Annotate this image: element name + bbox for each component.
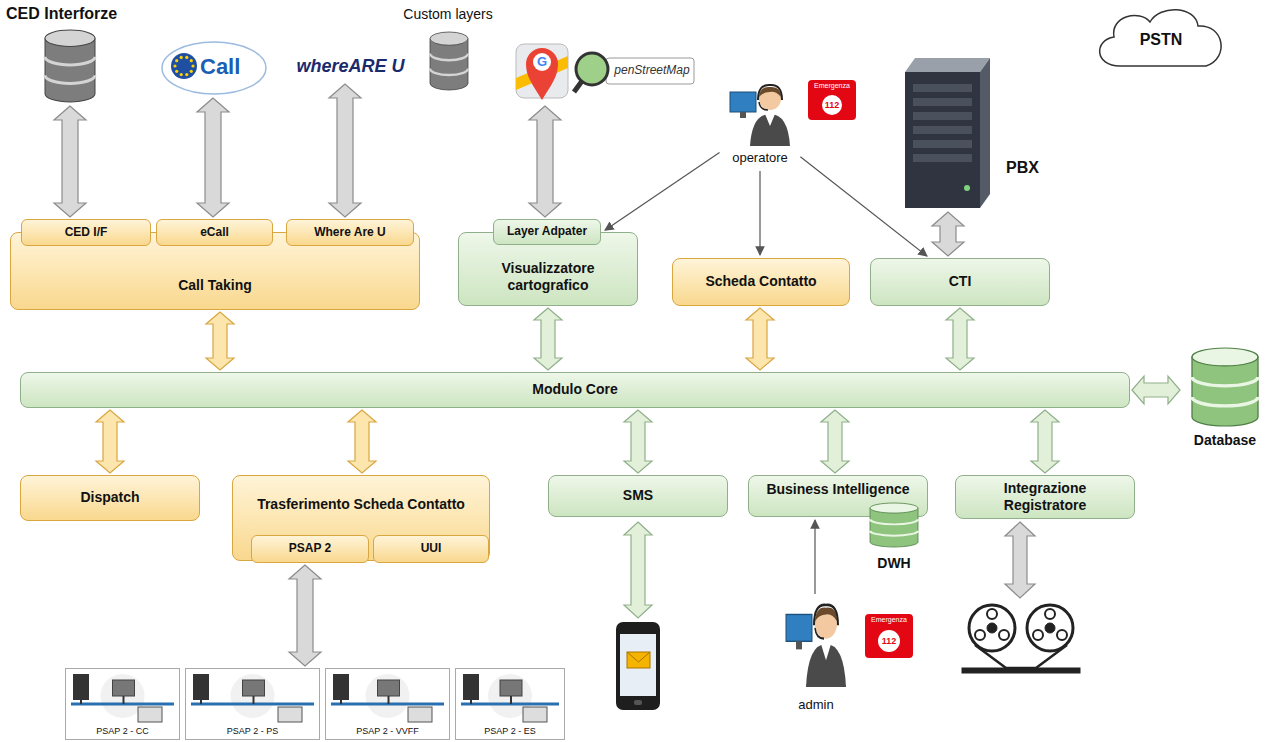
badge-text: Emergenza [808, 82, 856, 89]
icon-caption: CED Interforze [6, 4, 138, 23]
icon-caption: PSAP 2 - PS [185, 726, 320, 737]
double-arrow [534, 308, 562, 370]
box-label: SMS [549, 487, 727, 504]
tab-label: Where Are U [287, 225, 413, 239]
tab-label: Layer Adpater [494, 224, 600, 238]
process-box: SMS [548, 475, 728, 517]
box-label: Dispatch [21, 489, 199, 506]
process-box: Trasferimento Scheda ContattoPSAP 2 UUI [232, 475, 490, 561]
interface-tab: Layer Adpater [493, 219, 601, 245]
badge-text: Emergenza [865, 616, 913, 623]
double-arrow [289, 565, 321, 666]
database-icon: DWH [864, 503, 924, 579]
icon-caption: Custom layers [398, 6, 498, 23]
double-arrow [746, 308, 774, 370]
interface-tab: CED I/F [21, 219, 151, 246]
logo: whereARE U [293, 52, 408, 82]
psap-panel: PSAP 2 - PS [185, 668, 320, 740]
badge-number: 112 [822, 101, 842, 110]
double-arrow [624, 522, 652, 618]
logo: Call [160, 40, 268, 96]
process-box: CTI [870, 258, 1050, 306]
icon-caption: Database [1182, 432, 1268, 449]
double-arrow [54, 106, 86, 217]
process-box: Visualizzatore cartograficoLayer Adpater [458, 232, 638, 306]
process-box: Call TakingCED I/FeCallWhere Are U [10, 232, 420, 310]
thin-arrow [759, 171, 760, 255]
database-icon: Custom layers [398, 6, 498, 94]
box-label: Call Taking [11, 277, 419, 294]
process-box: Dispatch [20, 475, 200, 521]
icon-caption: PSAP 2 - CC [65, 726, 180, 737]
double-arrow [1132, 376, 1180, 404]
double-arrow [1005, 522, 1035, 598]
logo-letter: G [535, 55, 549, 68]
emergency-badge [865, 614, 913, 658]
box-label: Scheda Contatto [673, 273, 849, 290]
box-label: CTI [871, 273, 1049, 290]
icon-caption: PSAP 2 - ES [455, 726, 565, 737]
user-icon: admin [780, 597, 852, 719]
badge-number: 112 [879, 637, 899, 646]
cloud-shape: PSTN [1090, 4, 1232, 70]
emergency-badge [808, 80, 856, 120]
interface-tab: UUI [373, 535, 489, 563]
double-arrow [96, 410, 124, 473]
double-arrow [197, 98, 229, 217]
user-icon: operatore [722, 82, 798, 168]
box-label: Visualizzatore cartografico [459, 260, 637, 294]
icon-caption: DWH [864, 555, 924, 572]
psap-panel: PSAP 2 - VVFF [325, 668, 450, 740]
box-label: Business Intelligence [749, 481, 927, 498]
psap-panel: PSAP 2 - ES [455, 668, 565, 740]
double-arrow [329, 84, 361, 217]
tab-label: eCall [157, 225, 272, 239]
interface-tab: eCall [156, 219, 273, 246]
double-arrow [932, 212, 964, 256]
tape-recorder-icon [962, 605, 1080, 673]
icon-caption: whereARE U [293, 56, 408, 78]
tab-label: CED I/F [22, 225, 150, 239]
server-icon: PBX [900, 58, 1048, 210]
phone-icon [616, 622, 660, 710]
box-label: Trasferimento Scheda Contatto [233, 496, 489, 513]
double-arrow [348, 410, 376, 473]
psap-panel: PSAP 2 - CC [65, 668, 180, 740]
icon-caption: admin [780, 697, 852, 713]
double-arrow [1031, 410, 1059, 473]
interface-tab: PSAP 2 [251, 535, 369, 563]
icon-caption: PSAP 2 - VVFF [325, 726, 450, 737]
thin-arrow [814, 520, 815, 594]
database-icon: Database [1182, 348, 1268, 454]
tab-label: UUI [374, 541, 488, 555]
icon-caption: penStreetMap [610, 63, 694, 77]
server-drawing [900, 58, 1048, 210]
double-arrow [529, 106, 561, 217]
tab-label: PSAP 2 [252, 541, 368, 555]
double-arrow [821, 410, 849, 473]
interface-tab: Where Are U [286, 219, 414, 246]
box-label: Integrazione Registratore [956, 480, 1134, 514]
core-bar: Modulo Core [20, 372, 1130, 408]
icon-caption: PBX [1006, 158, 1046, 177]
box-label: Modulo Core [21, 381, 1129, 398]
map-logo: penStreetMap [512, 38, 698, 104]
database-icon: CED Interforze [4, 4, 138, 104]
icon-caption: operatore [722, 150, 798, 166]
process-box: Integrazione Registratore [955, 475, 1135, 519]
double-arrow [206, 312, 234, 370]
icon-caption: Call [200, 54, 264, 80]
thin-arrow [605, 152, 720, 230]
process-box: Scheda Contatto [672, 258, 850, 306]
double-arrow [624, 410, 652, 473]
double-arrow [946, 308, 974, 370]
icon-caption: PSTN [1090, 30, 1232, 49]
